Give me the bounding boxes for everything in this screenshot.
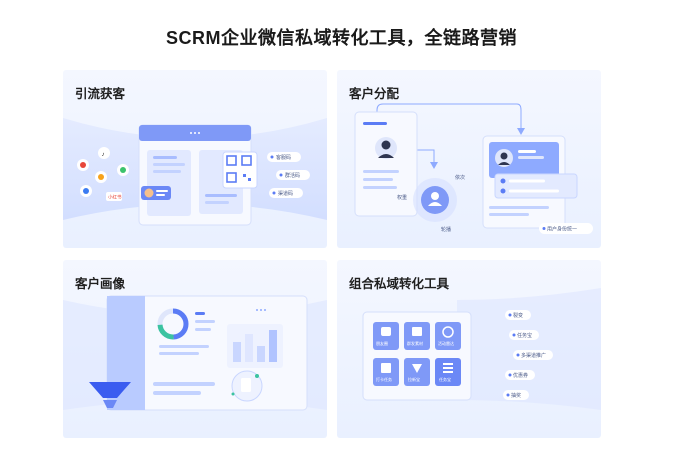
svg-text:♪: ♪ — [102, 152, 105, 158]
tag-label: 裂变 — [513, 312, 523, 319]
weight-label: 权重 — [397, 194, 407, 201]
identity-label: 用户身份统一 — [547, 226, 577, 233]
card-tools[interactable]: 朋友圈 群发素材 活动雷达 打卡任务 拉新宝 任务宝 裂变 任务宝 多渠道推广 … — [337, 260, 601, 438]
portrait-illustration — [63, 295, 327, 411]
tile-label: 任务宝 — [439, 376, 451, 382]
tag-label: 渠道码 — [278, 190, 293, 197]
card-distribution[interactable]: 权重 依次 轮播 用户身份统一 客户分配 — [337, 70, 601, 248]
tile-label: 朋友圈 — [376, 340, 388, 346]
card-portrait[interactable]: 客户画像 — [63, 260, 327, 438]
tile-label: 拉新宝 — [408, 376, 420, 382]
tag-label: 优惠券 — [513, 372, 528, 379]
page-title: SCRM企业微信私域转化工具，全链路营销 — [166, 28, 517, 48]
sequence-label: 依次 — [455, 174, 465, 181]
tag-label: 抽奖 — [511, 392, 521, 399]
tile-label: 打卡任务 — [376, 376, 392, 382]
card-acquisition[interactable]: ♪ 小红书 客服码 群活码 渠道码 引流获客 — [63, 70, 327, 248]
tile-label: 活动雷达 — [438, 340, 454, 346]
tag-label: 客服码 — [276, 154, 291, 161]
tile-label: 群发素材 — [407, 340, 423, 346]
card-title: 客户分配 — [349, 87, 400, 101]
card-title: 客户画像 — [75, 277, 126, 291]
distribution-illustration: 权重 依次 轮播 用户身份统一 — [354, 103, 593, 234]
tag-label: 群活码 — [285, 172, 300, 179]
tools-illustration: 朋友圈 群发素材 活动雷达 打卡任务 拉新宝 任务宝 裂变 任务宝 多渠道推广 … — [362, 288, 601, 410]
tag-label: 任务宝 — [517, 332, 532, 339]
social-icons: ♪ — [77, 147, 129, 201]
channel-badge: 小红书 — [108, 194, 122, 201]
card-title: 组合私域转化工具 — [349, 277, 450, 291]
tag-label: 多渠道推广 — [521, 352, 546, 359]
acquisition-illustration: ♪ 小红书 客服码 群活码 渠道码 — [63, 118, 327, 226]
card-title: 引流获客 — [75, 87, 126, 101]
round-robin-label: 轮播 — [441, 226, 451, 233]
